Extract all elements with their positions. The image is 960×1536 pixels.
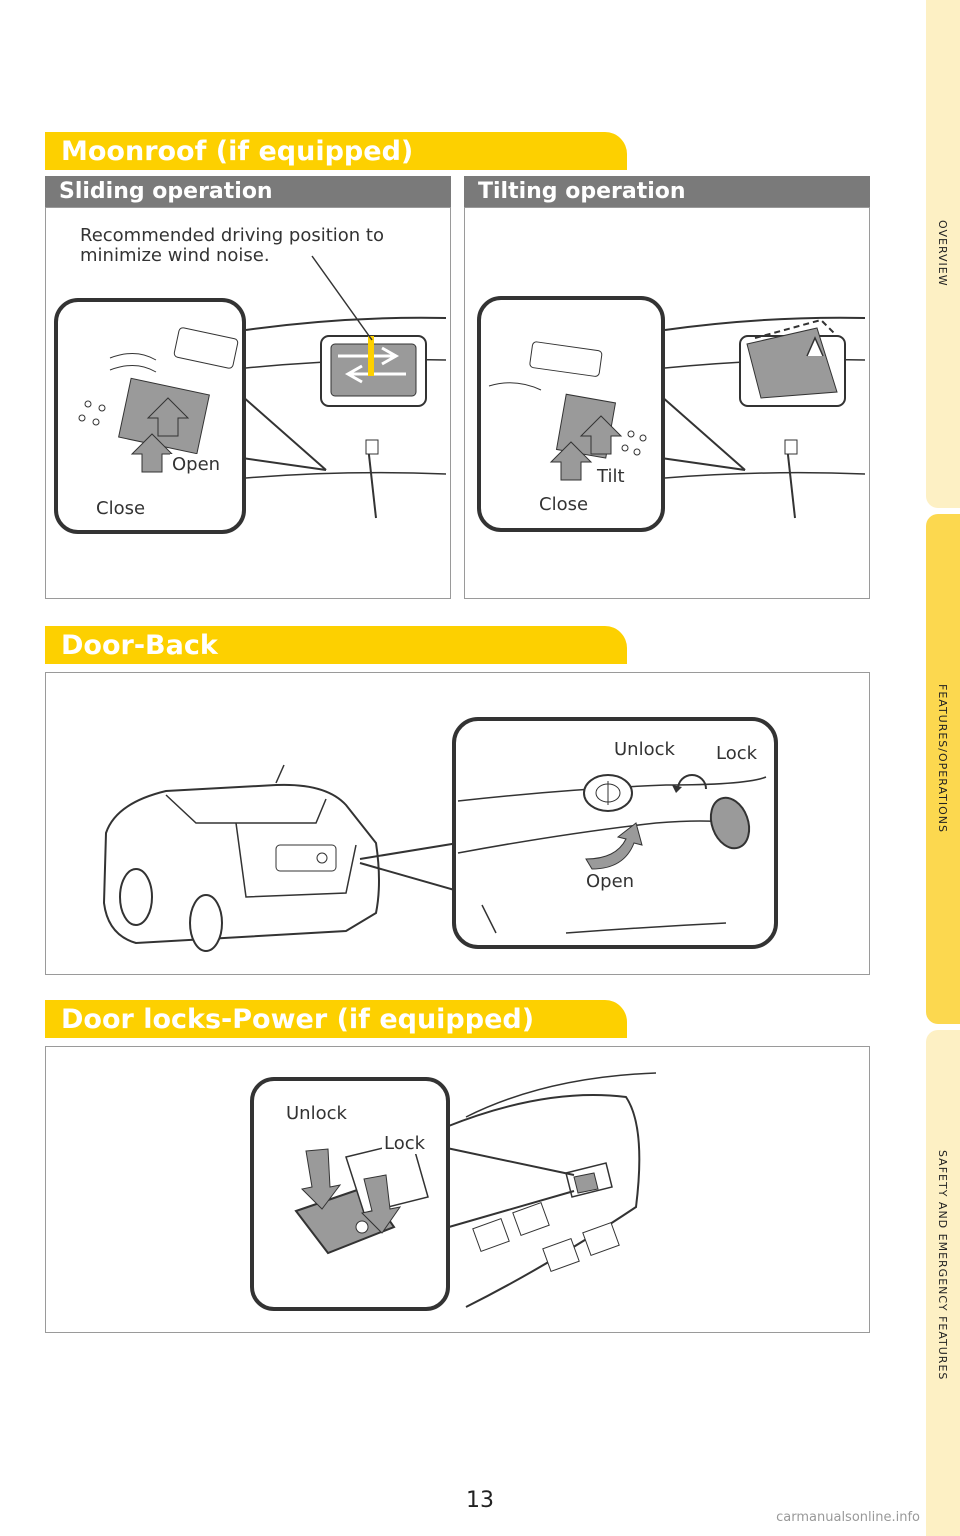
tab-overview[interactable]: OVERVIEW [926,0,960,508]
door-back-lock-label: Lock [714,743,760,764]
door-lock-unlock-label: Unlock [284,1103,349,1124]
tilt-close-label: Close [537,494,591,515]
door-back-open-label: Open [584,871,637,892]
door-locks-panel: Unlock Lock [45,1046,870,1333]
sliding-operation-header: Sliding operation [45,176,451,207]
tab-safety[interactable]: SAFETY AND EMERGENCY FEATURES [926,1030,960,1536]
tab-safety-label: SAFETY AND EMERGENCY FEATURES [936,1150,949,1381]
tilting-operation-header: Tilting operation [464,176,870,207]
door-locks-header: Door locks-Power (if equipped) [45,1000,627,1038]
tab-overview-label: OVERVIEW [936,220,949,287]
door-lock-lock-label: Lock [382,1133,428,1154]
moonroof-header: Moonroof (if equipped) [45,132,627,170]
sliding-panel: Recommended driving position to minimize… [45,207,451,599]
tab-features-label: FEATURES/OPERATIONS [936,684,949,833]
tilting-illustration [477,296,866,532]
tilt-label: Tilt [595,466,627,487]
tilting-panel: Tilt Close [464,207,870,599]
slide-close-label: Close [94,498,148,519]
door-back-unlock-label: Unlock [612,739,677,760]
door-back-header: Door-Back [45,626,627,664]
door-locks-illustration [250,1072,657,1311]
watermark: carmanualsonline.info [776,1510,920,1525]
sliding-illustration [54,255,447,534]
door-back-illustration [102,717,778,952]
wind-noise-note: Recommended driving position to minimize… [80,225,385,266]
tab-features-operations[interactable]: FEATURES/OPERATIONS [926,514,960,1024]
door-back-panel: Unlock Lock Open [45,672,870,975]
slide-open-label: Open [170,454,223,475]
page-number: 13 [466,1488,494,1513]
